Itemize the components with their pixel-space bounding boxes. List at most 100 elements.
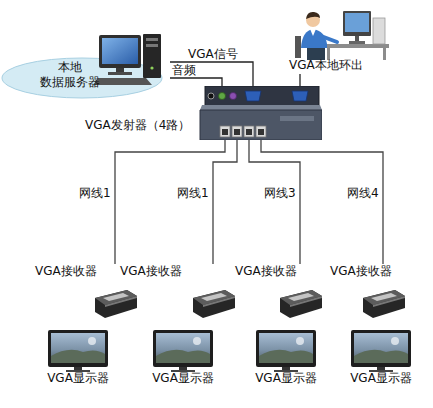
art-rect <box>48 330 108 367</box>
node-label: VGA显示器 <box>38 371 118 386</box>
art-rect <box>295 36 301 58</box>
art-rect <box>232 126 242 137</box>
art-rect <box>74 367 82 370</box>
art-rect <box>246 129 252 135</box>
receiver-node: VGA接收器 <box>120 264 210 324</box>
cable-label: 网线3 <box>264 186 296 200</box>
art-path <box>354 350 408 363</box>
cable-line <box>170 78 222 86</box>
art-circle <box>150 66 153 69</box>
art-polygon <box>193 290 235 318</box>
art-polygon <box>373 296 405 307</box>
art-rect <box>377 367 385 370</box>
cable-line <box>213 140 237 264</box>
local-display-node: VGA本地环出 <box>283 6 393 74</box>
cable-line <box>115 140 225 264</box>
monitor-node: VGA显示器 <box>143 328 223 388</box>
art-rect <box>146 38 158 41</box>
art-path <box>292 91 308 101</box>
art-rect <box>102 38 138 64</box>
art-path <box>259 350 313 363</box>
receiver-illustration <box>191 284 235 320</box>
node-label: VGA接收器 <box>235 264 315 279</box>
art-circle <box>296 337 304 345</box>
cable-label: 网线1 <box>177 186 209 200</box>
art-polygon <box>105 296 137 307</box>
art-circle <box>193 337 201 345</box>
art-path <box>51 350 105 363</box>
art-circle <box>88 337 96 345</box>
art-path <box>306 12 320 19</box>
art-path <box>245 91 261 101</box>
node-label: VGA显示器 <box>341 371 421 386</box>
art-polygon <box>200 110 322 140</box>
art-rect <box>354 333 408 363</box>
art-polygon <box>205 86 319 106</box>
art-rect <box>280 116 314 121</box>
art-rect <box>222 129 228 135</box>
art-rect <box>153 330 213 367</box>
art-rect <box>323 44 389 48</box>
server-node: 本地 数据服务器 <box>0 30 170 100</box>
art-circle <box>219 93 226 100</box>
monitor-node: VGA显示器 <box>246 328 326 388</box>
art-path <box>310 29 316 36</box>
art-polygon <box>95 290 137 318</box>
art-rect <box>349 41 365 44</box>
node-label: VGA发射器（4路） <box>85 118 200 133</box>
art-rect <box>156 333 210 363</box>
art-rect <box>258 129 264 135</box>
cable-label: 网线4 <box>347 186 379 200</box>
node-label: VGA显示器 <box>143 371 223 386</box>
receiver-illustration <box>93 284 137 320</box>
cable-line <box>261 140 383 264</box>
monitor-illustration <box>143 328 223 372</box>
cable-label: 网线1 <box>79 186 111 200</box>
cable-label: VGA信号 <box>188 47 238 61</box>
cable-line <box>299 74 300 86</box>
art-polygon <box>280 290 322 318</box>
art-rect <box>345 13 369 32</box>
node-label: VGA接收器 <box>120 264 200 279</box>
node-label: VGA本地环出 <box>289 58 393 73</box>
art-rect <box>179 367 187 370</box>
server-illustration <box>0 30 170 100</box>
transmitter-node: VGA发射器（4路） <box>85 86 322 140</box>
monitor-illustration <box>246 328 326 372</box>
art-polygon <box>290 296 322 307</box>
art-circle <box>230 93 237 100</box>
art-path <box>321 36 337 42</box>
art-rect <box>220 126 230 137</box>
receiver-node: VGA接收器 <box>35 264 125 324</box>
art-rect <box>51 333 105 363</box>
node-label: VGA接收器 <box>330 264 410 279</box>
art-polygon <box>93 78 152 85</box>
art-rect <box>256 330 316 367</box>
receiver-node: VGA接收器 <box>235 264 325 324</box>
art-circle <box>391 337 399 345</box>
art-rect <box>143 34 161 78</box>
art-polygon <box>203 296 235 307</box>
cable-line <box>249 140 300 264</box>
receiver-node: VGA接收器 <box>330 264 420 324</box>
receiver-illustration <box>278 284 322 320</box>
operator-illustration <box>283 6 393 62</box>
art-rect <box>146 44 158 47</box>
monitor-node: VGA显示器 <box>341 328 421 388</box>
art-circle <box>208 93 214 99</box>
art-rect <box>256 126 266 137</box>
art-rect <box>99 35 141 68</box>
art-path <box>156 350 210 363</box>
cable-line <box>170 62 253 86</box>
art-rect <box>234 129 240 135</box>
cable-label: 音频 <box>172 63 196 77</box>
monitor-illustration <box>38 328 118 372</box>
receiver-illustration <box>361 284 405 320</box>
art-rect <box>351 330 411 367</box>
node-label: VGA接收器 <box>35 264 115 279</box>
node-label: 本地 数据服务器 <box>28 60 112 90</box>
art-polygon <box>200 105 322 110</box>
node-label: VGA显示器 <box>246 371 326 386</box>
art-rect <box>244 126 254 137</box>
